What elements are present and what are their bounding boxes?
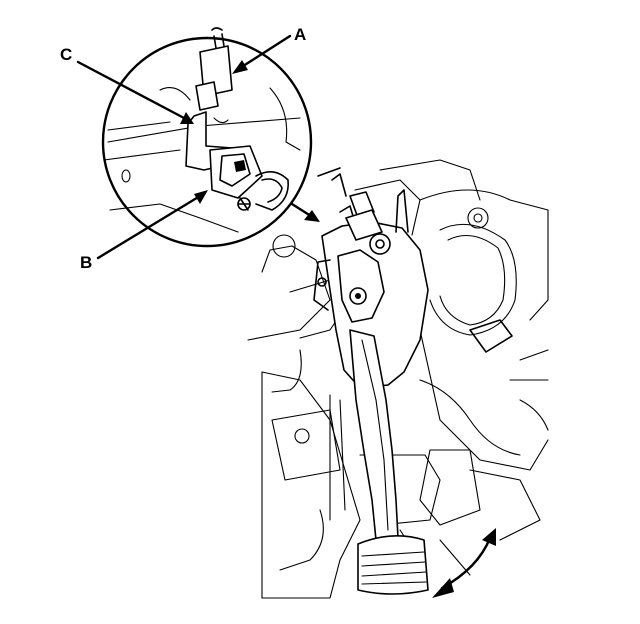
callout-c: C	[60, 45, 194, 124]
detail-leader-arrowhead	[304, 210, 320, 222]
callout-c-label: C	[60, 45, 72, 64]
callout-b: B	[80, 190, 208, 272]
detail-magnifier	[101, 27, 313, 248]
callout-a-label: A	[294, 25, 306, 44]
brake-light-switch	[317, 167, 383, 241]
pedal-travel-arrow	[432, 528, 496, 598]
pedal-pad	[357, 535, 429, 595]
callout-a: A	[232, 25, 306, 74]
engine-bay-background	[247, 159, 549, 599]
callout-b-label: B	[80, 253, 92, 272]
